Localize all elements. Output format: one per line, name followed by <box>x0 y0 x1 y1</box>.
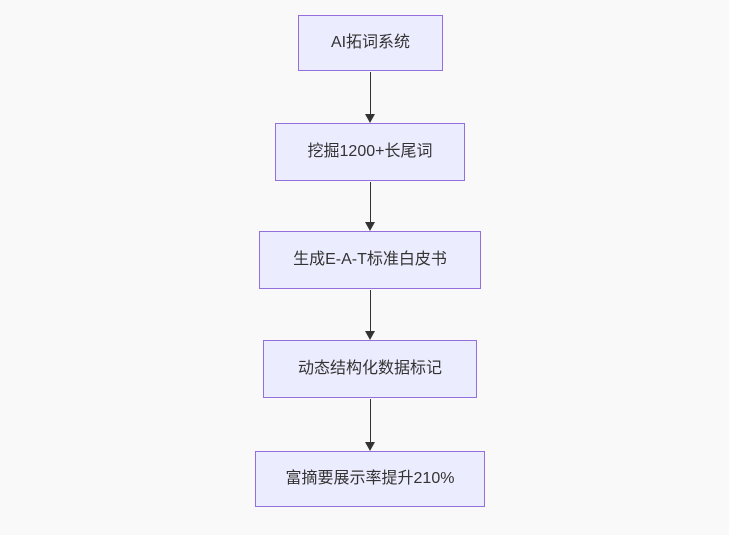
arrow-down-icon <box>365 114 375 123</box>
arrow-down-icon <box>365 222 375 231</box>
flow-node-structured-data-markup: 动态结构化数据标记 <box>263 340 477 398</box>
flow-edge-1 <box>370 72 371 114</box>
flow-edge-4 <box>370 399 371 442</box>
arrow-down-icon <box>365 331 375 340</box>
flow-node-ai-word-expansion-system: AI拓词系统 <box>298 15 443 71</box>
flow-node-eat-whitepaper: 生成E-A-T标准白皮书 <box>259 231 481 289</box>
arrow-down-icon <box>365 442 375 451</box>
flow-node-rich-snippet-rate: 富摘要展示率提升210% <box>255 451 485 507</box>
flow-node-longtail-keywords: 挖掘1200+长尾词 <box>275 123 465 181</box>
flow-edge-3 <box>370 290 371 331</box>
flow-edge-2 <box>370 182 371 222</box>
